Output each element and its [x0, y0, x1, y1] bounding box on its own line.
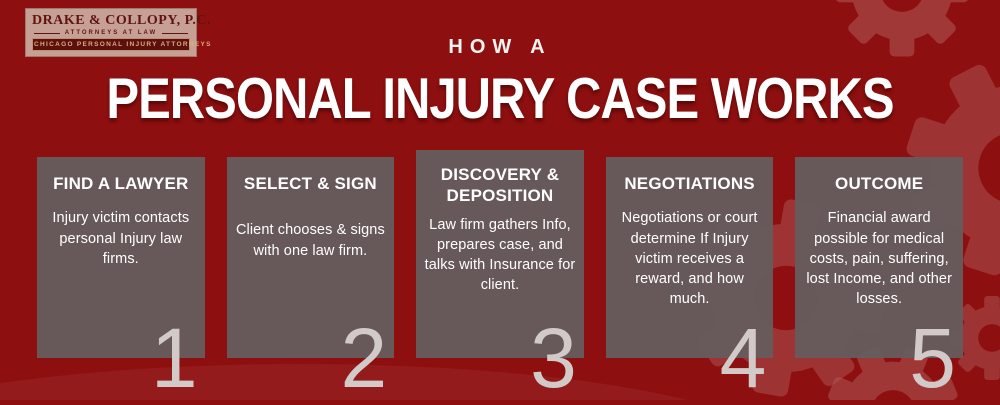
step-title: DISCOVERY & DEPOSITION — [440, 165, 560, 206]
step-title: OUTCOME — [835, 174, 924, 193]
brand-tagline-text: ATTORNEYS AT LAW — [64, 30, 158, 36]
brand-tagline: ATTORNEYS AT LAW — [32, 30, 190, 36]
step-description: Financial award possible for medical cos… — [806, 210, 952, 308]
step-number: 5 — [909, 311, 956, 405]
step-description: Law firm gathers Info, prepares case, an… — [424, 216, 576, 294]
step-title: FIND A LAWYER — [53, 174, 189, 193]
gear-icon — [0, 364, 688, 400]
brand-name: Drake & Collopy, P.C. — [32, 13, 212, 28]
brand-logo: Drake & Collopy, P.C. ATTORNEYS AT LAW C… — [25, 8, 212, 57]
divider — [33, 32, 60, 34]
brand-banner: CHICAGO PERSONAL INJURY ATTORNEYS — [32, 38, 210, 51]
divider — [162, 32, 189, 34]
step-number: 3 — [530, 311, 577, 405]
step-number: 4 — [719, 311, 767, 405]
step-description: Client chooses & signs with one law firm… — [235, 222, 385, 259]
step-title: SELECT & SIGN — [243, 174, 377, 193]
step-description: Injury victim contacts personal Injury l… — [52, 210, 190, 267]
step-card-1: FIND A LAWYER Injury victim contacts per… — [37, 157, 205, 400]
steps-row: FIND A LAWYER Injury victim contacts per… — [37, 150, 963, 400]
kicker-text: HOW A — [448, 36, 552, 58]
page-title: PERSONAL INJURY CASE WORKS — [106, 67, 894, 131]
step-number: 1 — [150, 311, 198, 405]
step-card-5: OUTCOME Financial award possible for med… — [795, 157, 963, 400]
step-card-2: SELECT & SIGN Client chooses & signs wit… — [226, 157, 395, 400]
step-title: NEGOTIATIONS — [624, 174, 755, 193]
step-number: 2 — [340, 311, 388, 405]
step-card-3: DISCOVERY & DEPOSITION Law firm gathers … — [416, 150, 584, 400]
step-description: Negotiations or court determine If Injur… — [621, 210, 758, 308]
step-card-4: NEGOTIATIONS Negotiations or court deter… — [605, 157, 774, 400]
